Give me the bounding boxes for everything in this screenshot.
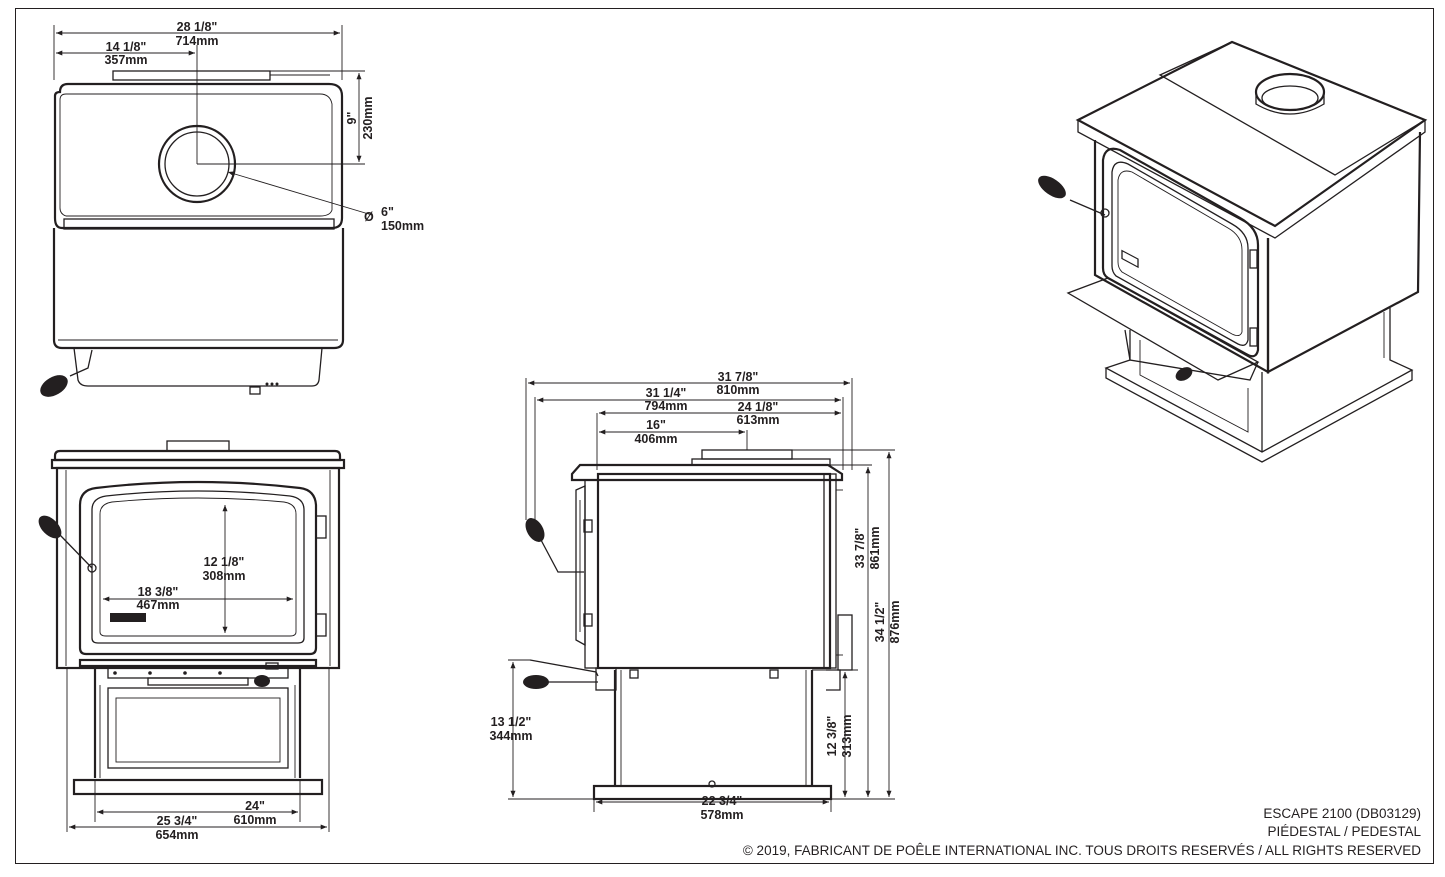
footer-copyright: © 2019, FABRICANT DE POÊLE INTERNATIONAL… <box>743 843 1421 858</box>
iso-door-handle-icon <box>1038 175 1066 199</box>
front-pedestal-base <box>72 778 324 796</box>
top-width-in: 28 1/8" <box>177 20 218 34</box>
top-view-handle-icon <box>40 375 68 397</box>
title-block: ESCAPE 2100 (DB03129) PIÉDESTAL / PEDEST… <box>743 806 1422 858</box>
iso-body-side <box>1266 131 1422 374</box>
iso-ash-handle-icon <box>1175 367 1193 381</box>
front-body <box>55 466 341 670</box>
front-ash-handle-icon <box>254 675 270 687</box>
front-glass <box>99 497 297 637</box>
side-view: 31 7/8" 810mm 31 1/4" 794mm 24 1/8" 613m… <box>489 370 902 822</box>
top-view: 28 1/8" 714mm 14 1/8" 357mm 9" 230mm Ø 6… <box>40 20 424 397</box>
side-overall-depth-mm: 810mm <box>716 383 759 397</box>
top-view-back-strip <box>112 70 271 81</box>
top-view-top-plate <box>53 82 344 230</box>
side-pedestal-base <box>592 784 833 801</box>
footer-model: ESCAPE 2100 (DB03129) <box>1263 806 1421 821</box>
top-view-body <box>52 228 345 350</box>
side-body <box>596 472 832 670</box>
side-ash-handle-icon <box>523 675 549 689</box>
flue-diameter-in: 6" <box>381 205 394 219</box>
side-base-depth-in: 22 3/4" <box>702 794 743 808</box>
front-top-lip <box>50 458 346 470</box>
side-door-handle-icon <box>525 518 545 542</box>
top-half-width-mm: 357mm <box>104 53 147 67</box>
side-flue-setback-mm: 406mm <box>634 432 677 446</box>
iso-door <box>1101 147 1260 358</box>
side-body-height-mm: 861mm <box>868 526 882 569</box>
side-pedestal-height-mm: 313mm <box>840 714 854 757</box>
drawing-frame <box>15 8 1434 864</box>
front-overall-width-mm: 654mm <box>155 828 198 842</box>
side-overall-height-in: 34 1/2" <box>873 602 887 643</box>
front-glass-width-mm: 467mm <box>136 598 179 612</box>
front-view: 12 1/8" 308mm 18 3/8" 467mm 24" 610mm 25… <box>38 440 346 842</box>
front-pedestal-width-mm: 610mm <box>233 813 276 827</box>
top-flue-depth-mm: 230mm <box>361 96 375 139</box>
side-body-depth-in: 24 1/8" <box>738 400 779 414</box>
flue-diameter-mm: 150mm <box>381 219 424 233</box>
front-glass-height-in: 12 1/8" <box>204 555 245 569</box>
front-door-handle-icon <box>38 515 62 539</box>
side-depth-handle-in: 31 1/4" <box>646 386 687 400</box>
footer-variant: PIÉDESTAL / PEDESTAL <box>1267 824 1421 839</box>
isometric-view <box>1038 40 1428 463</box>
side-overall-height-mm: 876mm <box>888 600 902 643</box>
side-flue-collar <box>701 449 793 460</box>
side-base-depth-mm: 578mm <box>700 808 743 822</box>
flue-diameter-symbol: Ø <box>364 210 374 224</box>
iso-top-plate <box>1075 40 1428 228</box>
side-top-plate <box>570 463 844 482</box>
front-ash-drawer <box>107 687 289 769</box>
side-flue-setback-in: 16" <box>646 418 666 432</box>
top-width-mm: 714mm <box>175 34 218 48</box>
side-overall-depth-in: 31 7/8" <box>718 370 759 384</box>
side-body-depth-mm: 613mm <box>736 413 779 427</box>
side-handle-height-mm: 344mm <box>489 729 532 743</box>
side-body-height-in: 33 7/8" <box>853 528 867 569</box>
front-overall-width-in: 25 3/4" <box>157 814 198 828</box>
side-handle-height-in: 13 1/2" <box>491 715 532 729</box>
side-pedestal-height-in: 12 3/8" <box>825 716 839 757</box>
top-half-width-in: 14 1/8" <box>106 40 147 54</box>
top-flue-depth-in: 9" <box>345 111 359 124</box>
brand-plate-icon <box>110 613 146 622</box>
front-glass-height-mm: 308mm <box>202 569 245 583</box>
top-view-pedestal <box>73 347 323 387</box>
front-pedestal-width-in: 24" <box>245 799 265 813</box>
side-depth-handle-mm: 794mm <box>644 399 687 413</box>
front-door <box>78 480 318 656</box>
front-glass-width-in: 18 3/8" <box>138 585 179 599</box>
